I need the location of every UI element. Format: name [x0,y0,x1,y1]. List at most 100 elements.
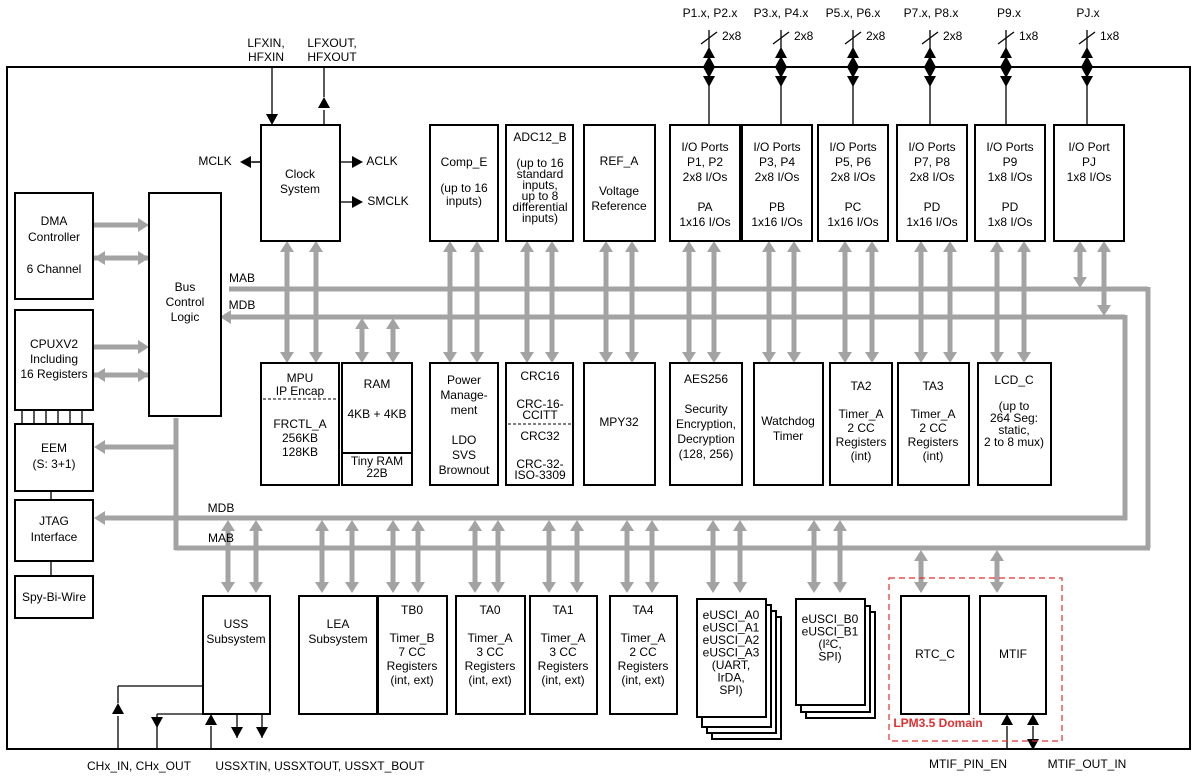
port-pin-label-2: P5.x, P6.x [826,6,881,20]
ta0-block [455,595,526,715]
eem-text-line: EEM [41,441,67,455]
bus-ctrl-text-line: Logic [171,310,200,324]
clock-system-block [260,124,341,242]
bottom-bus-connector-12-arrowhead [706,520,720,531]
top-bus-connector-13-arrowhead [787,241,801,252]
mtif-pin-en-label: MTIF_PIN_EN [929,757,1007,771]
bottom-bus-connector-3-arrowhead [345,520,359,531]
wdt-text-line: Watchdog [761,414,815,428]
arrow-head-icon [231,727,243,738]
bottom-bus-connector-9-arrowhead [570,520,584,531]
io-port-block-3 [896,124,968,242]
io-port-text-0-line: 1x16 I/Os [679,215,730,229]
top-bus-connector-9-arrowhead [625,241,639,252]
io-port-block-0 [669,124,741,242]
top-bus-connector-19-arrowhead [1017,241,1031,252]
dma-text-line: 6 Channel [27,262,82,276]
lcd-text-line: 2 to 8 mux) [984,435,1044,449]
io-port-text-4-line: PD [1002,200,1019,214]
ta3-text-line: 2 CC [919,421,947,435]
top-bus-connector-14-arrowhead [838,241,852,252]
port-width-label-2: 2x8 [866,29,886,43]
mpu-text-line: IP Encap [276,384,325,398]
arrow-head-icon [924,76,936,87]
bottom-bus-connector-2-arrowhead [315,520,329,531]
frctl-text-line: FRCTL_A [273,417,326,431]
bottom-bus-connector-4-arrowhead [386,520,400,531]
top-bus-connector-14-arrowhead [838,352,852,363]
top-bus-connector-20-arrowhead [1073,277,1087,288]
eusci-a-text-line: eUSCI_A3 [703,646,760,660]
ta4-text-line: (int, ext) [621,673,664,687]
bottom-bus-connector-10-arrowhead [620,520,634,531]
ref-text-line: Reference [591,199,647,213]
bus-control-logic-block [148,192,222,417]
eusci-b-text-line: (I²C, [818,637,841,651]
top-bus-connector-17-arrowhead [943,241,957,252]
port-arrow-icon [703,67,715,78]
comp-e-text-line: Comp_E [441,155,488,169]
port-width-label-1: 2x8 [794,29,814,43]
pmm-text-line: Power [447,373,481,387]
top-bus-connector-15-arrowhead [865,241,879,252]
eusci-b-text-line: eUSCI_B1 [802,625,859,639]
ta0-text-line: (int, ext) [468,673,511,687]
lea-text-line: LEA [327,617,350,631]
cpu-text-line: 16 Registers [20,367,87,381]
arrow-head-icon [847,47,859,58]
adc-text-line: up to 8 [522,189,559,203]
io-port-text-1-line: I/O Ports [753,140,800,154]
port-arrow-icon [1000,56,1012,67]
top-bus-connector-7-arrowhead [545,241,559,252]
arrow-head-icon [1000,47,1012,58]
bottom-bus-connector-7-arrowhead [491,582,505,593]
top-bus-connector-9-arrowhead [625,352,639,363]
pmm-text-line: ment [451,403,478,417]
top-bus-connector-12-arrowhead [762,352,776,363]
mpy32-block [583,362,656,486]
ta4-text-line: Registers [618,659,669,673]
port-bus-slash [844,31,862,45]
dma-text-line: DMA [41,214,68,228]
io-port-text-5-line: I/O Port [1068,140,1110,154]
spy-text-line: Spy-Bi-Wire [22,590,86,604]
io-port-block-4 [974,124,1046,242]
cpu-bus-link-2-left-arrowhead [94,368,105,382]
bottom-bus-connector-0-arrowhead [221,520,235,531]
io-port-text-0-line: I/O Ports [681,140,728,154]
bottom-bus-connector-11-arrowhead [645,520,659,531]
bottom-bus-connector-16-arrowhead [914,550,928,561]
eusci-a-text-line: eUSCI_A2 [703,633,760,647]
adc-text-line: differential [512,200,567,214]
mpy-text-line: MPY32 [599,415,639,429]
arrow-head-icon [151,717,163,728]
io-port-text-3-line: 2x8 I/Os [910,170,955,184]
io-port-block-1 [741,124,813,242]
adc-text-line: inputs, [522,178,557,192]
top-bus-connector-7-arrowhead [545,352,559,363]
aclk-label: ACLK [366,154,397,168]
port-pin-label-1: P3.x, P4.x [754,6,809,20]
ta0-text-line: Registers [465,659,516,673]
arrow-head-icon [112,703,124,714]
ta4-text-line: 2 CC [629,645,657,659]
lcd-text-line: 264 Seg: [990,411,1038,425]
eusci-a-block [696,598,767,718]
ta1-text-line: Registers [538,659,589,673]
arrow-head-icon [775,47,787,58]
top-bus-connector-5-arrowhead [470,241,484,252]
io-port-text-3-line: PD [924,200,941,214]
ta2-text-line: (int) [851,449,872,463]
rtc-c-block [900,595,970,715]
ta4-text-line: TA4 [632,603,653,617]
ram-text-line: 4KB + 4KB [347,407,406,421]
crc32-text-line: CRC32 [520,429,560,443]
lpm35-domain-label: LPM3.5 Domain [893,716,982,730]
eusci-b-text-line: eUSCI_B0 [802,612,859,626]
tb0-text-line: Timer_B [390,631,435,645]
pmm-text-line: Brownout [439,463,490,477]
io-port-text-3-line: P7, P8 [914,155,950,169]
bottom-bus-connector-4-arrowhead [386,582,400,593]
arrow-head-icon [318,97,330,108]
bottom-bus-connector-8-arrowhead [542,582,556,593]
